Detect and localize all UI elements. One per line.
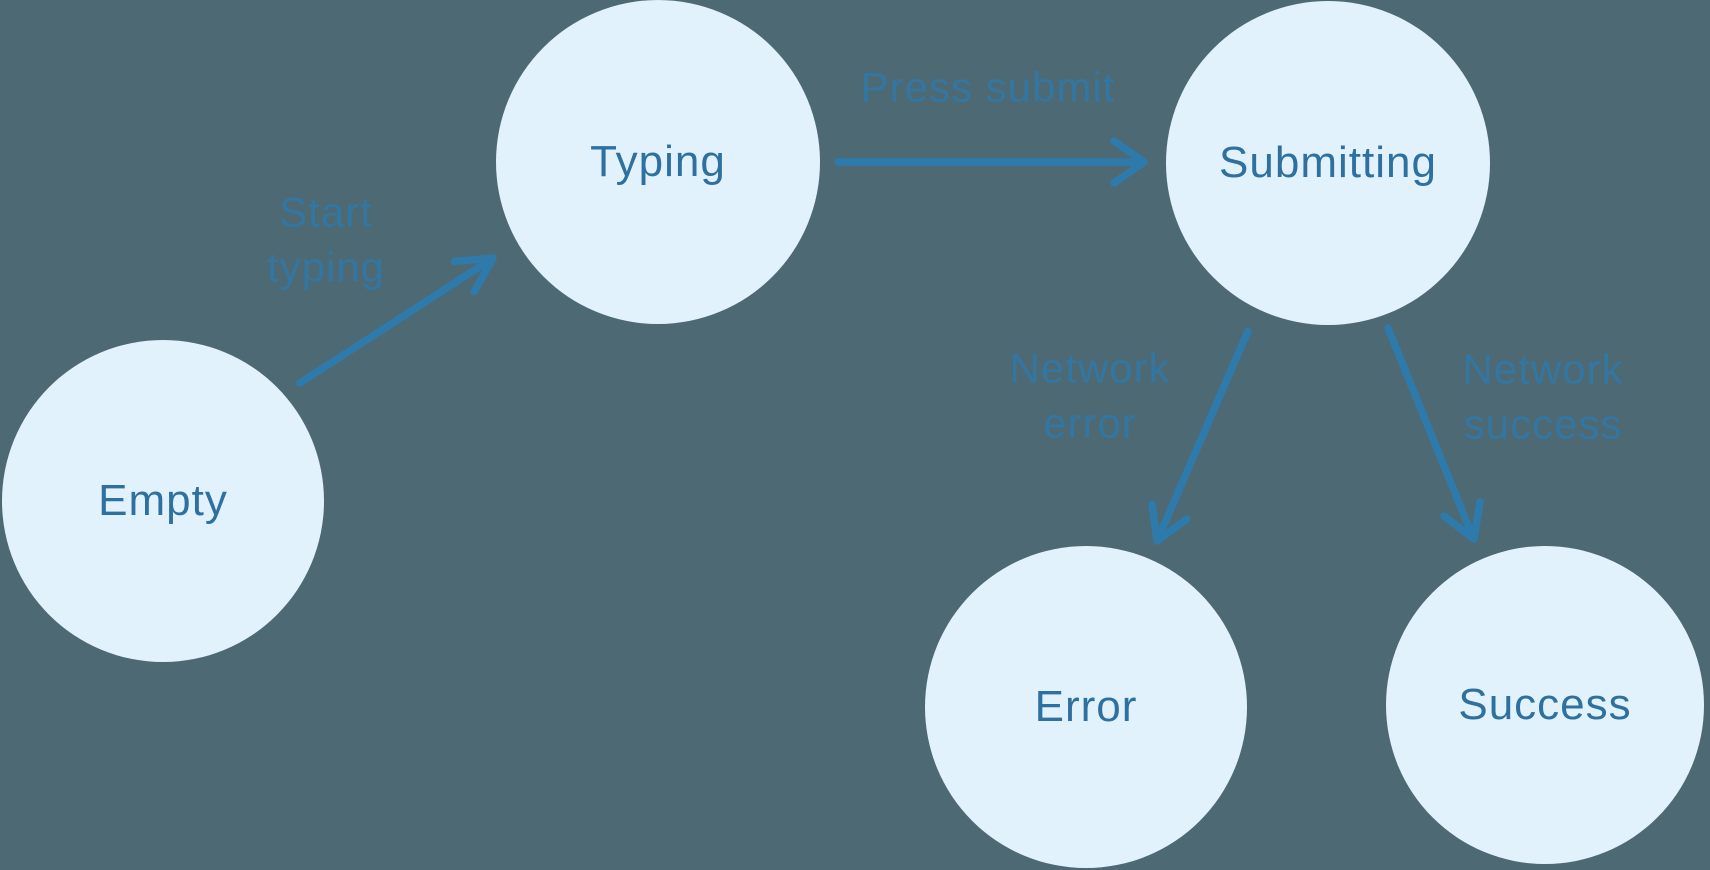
state-node-error: Error	[925, 546, 1247, 868]
transition-label-network-error: Network error	[1009, 344, 1171, 447]
arrow-typing-to-submitting	[834, 137, 1148, 187]
state-label-success: Success	[1458, 680, 1632, 729]
transition-label-press-submit: Press submit	[860, 63, 1116, 111]
state-node-submitting: Submitting	[1166, 1, 1490, 325]
state-label-submitting: Submitting	[1219, 138, 1437, 187]
state-node-empty: Empty	[2, 340, 324, 662]
transition-label-network-success: Network success	[1462, 345, 1624, 448]
state-label-typing: Typing	[590, 137, 726, 186]
transition-label-start-typing: Start typing	[266, 188, 386, 291]
state-label-error: Error	[1034, 682, 1138, 731]
state-label-empty: Empty	[98, 476, 228, 525]
state-node-typing: Typing	[496, 0, 820, 324]
state-node-success: Success	[1386, 546, 1704, 864]
